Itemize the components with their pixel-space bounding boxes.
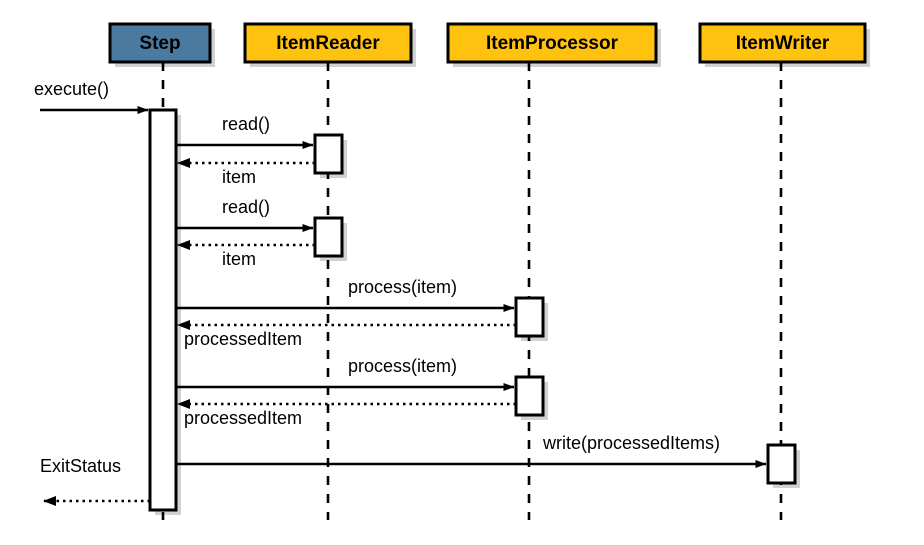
lifeline-header-item-writer[interactable]: ItemWriter [698,22,870,67]
message-label-processeditem-return-1: processedItem [184,329,302,349]
lifeline-header-step[interactable]: Step [108,22,215,67]
step-activation [148,108,178,512]
message-label-read-2: read() [222,197,270,217]
message-process-2: process(item) [176,356,515,391]
reader-activation-2 [313,216,344,258]
message-label-process-2: process(item) [348,356,457,376]
activations-layer [148,108,800,515]
processor-activation-1 [514,296,545,338]
message-label-process-1: process(item) [348,277,457,297]
message-label-write: write(processedItems) [542,433,720,453]
message-item-return-1: item [177,158,315,187]
message-item-return-2: item [177,240,315,269]
message-label-processeditem-return-2: processedItem [184,408,302,428]
message-label-item-return-2: item [222,249,256,269]
message-process-1: process(item) [176,277,515,312]
message-label-item-return-1: item [222,167,256,187]
message-processeditem-return-2: processedItem [177,399,516,428]
message-label-execute: execute() [34,79,109,99]
message-execute: execute() [34,79,149,114]
message-read-2: read() [176,197,314,232]
lifeline-header-box-item-reader[interactable] [243,22,413,64]
lifeline-header-box-step[interactable] [108,22,212,64]
message-exitstatus-return: ExitStatus [40,456,150,506]
messages-layer: execute() read() item read() item process(ite… [34,79,767,506]
lifeline-header-item-reader[interactable]: ItemReader [243,22,416,67]
reader-activation-1 [313,133,344,175]
lifeline-header-label-step: Step [139,33,180,54]
message-label-read-1: read() [222,114,270,134]
message-label-exitstatus-return: ExitStatus [40,456,121,476]
lifeline-header-item-processor[interactable]: ItemProcessor [446,22,661,67]
lifeline-header-label-item-reader: ItemReader [276,33,380,54]
writer-activation-1 [766,443,797,485]
message-processeditem-return-1: processedItem [177,320,516,349]
lifeline-header-label-item-writer: ItemWriter [736,33,830,54]
processor-activation-2 [514,375,545,417]
lifeline-header-box-item-processor[interactable] [446,22,658,64]
lifeline-headers-layer: Step ItemReader ItemProcessor ItemWriter [108,22,870,67]
message-write: write(processedItems) [176,433,767,468]
message-read-1: read() [176,114,314,149]
lifeline-header-box-item-writer[interactable] [698,22,867,64]
lifeline-header-label-item-processor: ItemProcessor [486,33,619,54]
